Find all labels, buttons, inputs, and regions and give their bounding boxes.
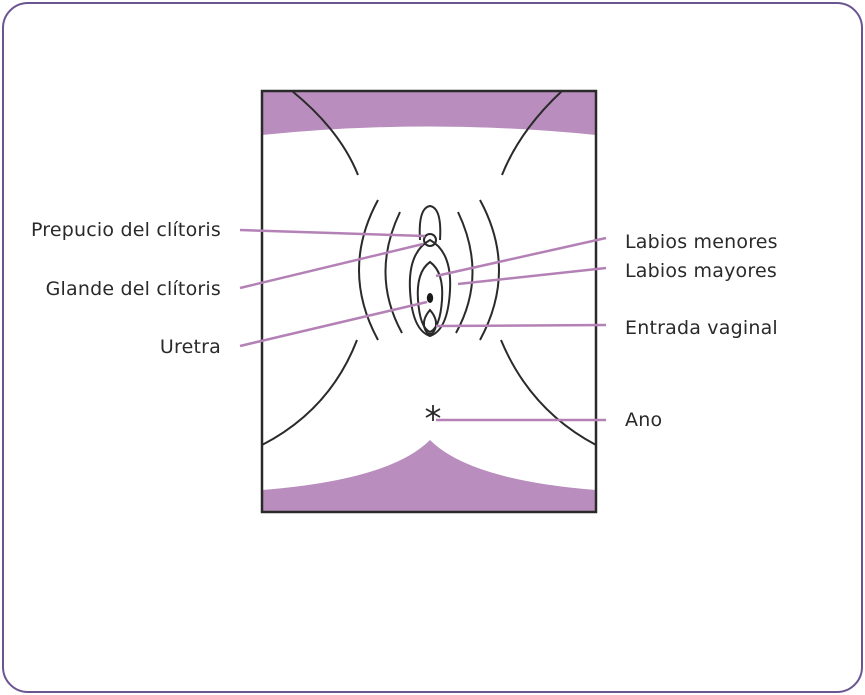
right-upper-curve	[501, 90, 563, 176]
label-uretra: Uretra	[159, 336, 221, 358]
vaginal-opening-shape	[422, 308, 438, 336]
label-entrada-vaginal: Entrada vaginal	[625, 317, 778, 339]
left-lower-curve	[261, 339, 358, 446]
outer-left-arc	[358, 199, 379, 341]
leader-entrada-vaginal	[435, 323, 607, 328]
label-prepucio: Prepucio del clítoris	[30, 219, 221, 241]
left-upper-curve	[291, 90, 359, 176]
leader-labios-menores	[435, 236, 607, 278]
label-labios-mayores: Labios mayores	[625, 260, 777, 282]
leader-glande	[239, 242, 424, 290]
outer-right-arc	[479, 199, 500, 341]
leader-uretra	[239, 300, 428, 348]
clitoral-hood-shape	[418, 204, 442, 241]
right-lower-curve	[500, 339, 597, 446]
bottom-fill-region	[262, 440, 596, 512]
leader-labios-mayores	[457, 266, 607, 286]
labia-minora-shape	[408, 238, 452, 338]
inner-left-arc	[384, 211, 403, 334]
urethra-shape	[426, 293, 434, 303]
leader-prepucio	[239, 228, 426, 238]
diagram-frame	[260, 89, 598, 514]
anus-symbol	[425, 405, 441, 421]
label-labios-menores: Labios menores	[625, 231, 778, 253]
label-glande: Glande del clítoris	[45, 278, 221, 300]
inner-right-arc	[455, 211, 474, 334]
labia-minora-inner	[416, 260, 444, 334]
label-ano: Ano	[625, 409, 663, 431]
top-fill-region	[262, 91, 596, 135]
